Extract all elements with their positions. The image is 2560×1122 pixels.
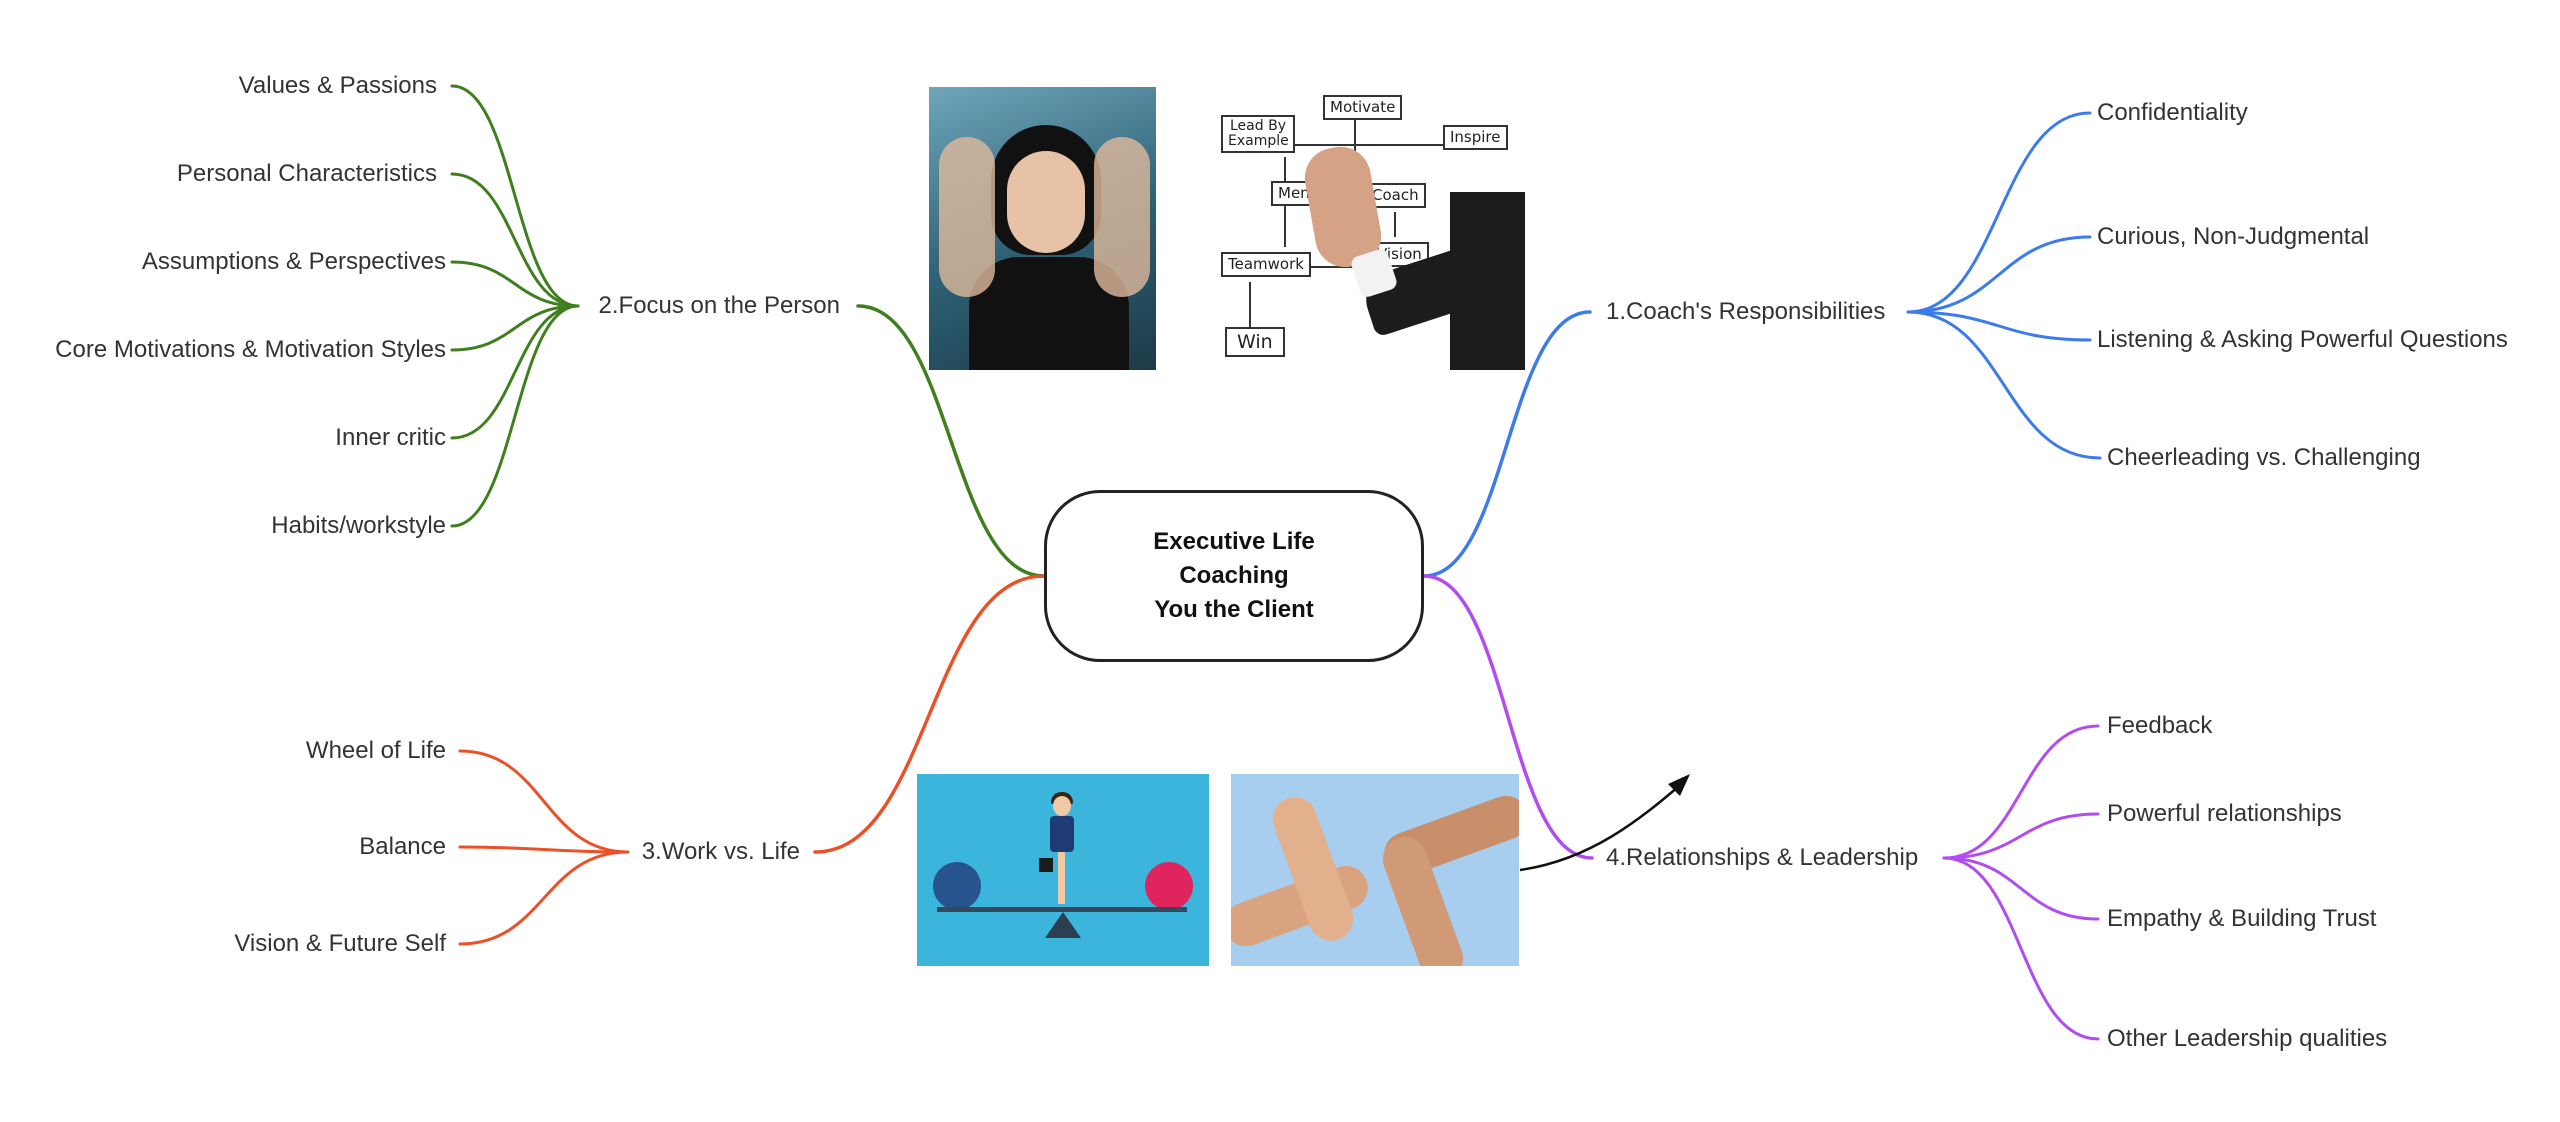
branch-focus-on-person[interactable]: 2.Focus on the Person — [598, 292, 840, 319]
topic-values-passions[interactable]: Values & Passions — [238, 72, 437, 99]
connector-person-child-4 — [450, 304, 580, 440]
connector-relationships-child-2 — [1942, 856, 2100, 921]
topic-balance[interactable]: Balance — [359, 833, 446, 860]
connector-person-child-5 — [450, 304, 580, 528]
topic-wheel-of-life[interactable]: Wheel of Life — [305, 737, 446, 764]
branch-relationships-leadership[interactable]: 4.Relationships & Leadership — [1606, 844, 1919, 871]
work-life-balance-illustration — [917, 774, 1209, 966]
connector-coach-child-0 — [1906, 111, 2092, 314]
connector-person-child-1 — [450, 172, 580, 308]
connector-coach-child-1 — [1906, 235, 2092, 314]
flowchart-inspire: Inspire — [1443, 125, 1508, 150]
topic-personal-characteristics[interactable]: Personal Characteristics — [176, 160, 437, 187]
connector-person-child-0 — [450, 84, 580, 308]
woman-framing-hands-photo — [929, 87, 1156, 370]
topic-other-leadership[interactable]: Other Leadership qualities — [2107, 1025, 2388, 1052]
central-topic[interactable]: Executive Life Coaching You the Client — [1044, 490, 1424, 662]
connector-relationships-child-1 — [1942, 812, 2100, 860]
topic-cheerleading-challenging[interactable]: Cheerleading vs. Challenging — [2107, 444, 2421, 471]
connector-relationships-child-3 — [1942, 856, 2100, 1041]
topic-curious-non-judgmental[interactable]: Curious, Non-Judgmental — [2097, 223, 2370, 250]
connector-relationships-child-0 — [1942, 724, 2100, 860]
flowchart-lead-by-example: Lead By Example — [1221, 115, 1295, 153]
topic-inner-critic[interactable]: Inner critic — [335, 424, 446, 451]
connector-central-person — [856, 304, 1046, 578]
topic-core-motivations[interactable]: Core Motivations & Motivation Styles — [55, 336, 446, 363]
connector-person-child-3 — [450, 304, 580, 352]
connector-work-child-2 — [458, 850, 630, 946]
connector-central-relationships — [1422, 574, 1594, 860]
flowchart-win: Win — [1225, 327, 1285, 357]
central-line-2: Coaching — [1179, 562, 1289, 589]
topic-habits-workstyle[interactable]: Habits/workstyle — [271, 512, 446, 539]
leadership-flowchart-photo: Lead By Example Motivate Inspire Mentor … — [1215, 87, 1525, 370]
topic-empathy-trust[interactable]: Empathy & Building Trust — [2107, 905, 2377, 932]
central-line-1: Executive Life — [1153, 528, 1315, 555]
topic-feedback[interactable]: Feedback — [2107, 712, 2213, 739]
linked-hands-photo — [1231, 774, 1519, 966]
connector-central-coach — [1422, 310, 1592, 578]
flowchart-motivate: Motivate — [1323, 95, 1403, 120]
branch-coach-responsibilities[interactable]: 1.Coach's Responsibilities — [1606, 298, 1886, 325]
topic-powerful-relationships[interactable]: Powerful relationships — [2107, 800, 2342, 827]
connector-work-child-0 — [458, 749, 630, 854]
topic-listening-questions[interactable]: Listening & Asking Powerful Questions — [2097, 326, 2508, 353]
central-line-3: You the Client — [1154, 596, 1314, 623]
connector-coach-child-3 — [1906, 310, 2102, 460]
connector-coach-child-2 — [1906, 310, 2092, 342]
connector-central-work — [813, 574, 1046, 854]
flowchart-teamwork: Teamwork — [1221, 252, 1311, 277]
connector-person-child-2 — [450, 260, 580, 308]
connector-work-child-1 — [458, 845, 630, 854]
topic-assumptions-perspectives[interactable]: Assumptions & Perspectives — [141, 248, 446, 275]
branch-work-vs-life[interactable]: 3.Work vs. Life — [641, 838, 800, 865]
topic-confidentiality[interactable]: Confidentiality — [2097, 99, 2248, 126]
topic-vision-future-self[interactable]: Vision & Future Self — [234, 930, 446, 957]
